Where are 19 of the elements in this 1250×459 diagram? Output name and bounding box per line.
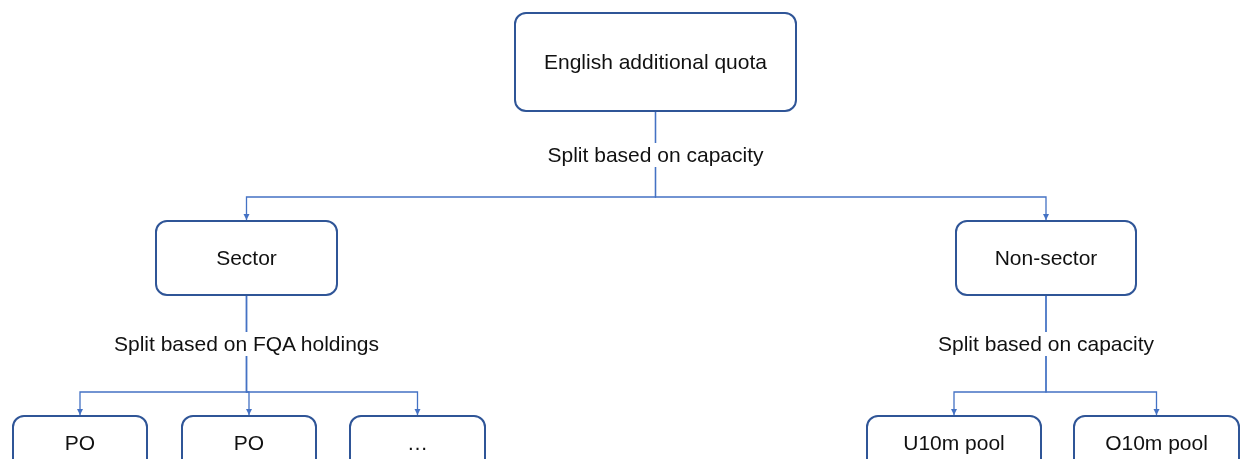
node-label: … (407, 430, 428, 456)
process-box (12, 415, 148, 459)
connector-arrow (1045, 295, 1160, 416)
process-box (1073, 415, 1240, 459)
process-box (955, 220, 1137, 296)
process-box (155, 220, 338, 296)
node-label: Non-sector (994, 245, 1098, 271)
node-label: U10m pool (903, 430, 1005, 456)
node-label: English additional quota (544, 49, 767, 75)
process-box (866, 415, 1042, 459)
process-box (349, 415, 486, 459)
process-box (514, 12, 797, 112)
process-box (181, 415, 317, 459)
node-label: PO (233, 430, 265, 456)
node-label: O10m pool (1105, 430, 1208, 456)
node-label: PO (64, 430, 96, 456)
connector-arrow (654, 111, 1050, 221)
node-label: Sector (216, 245, 277, 271)
connector-arrow (245, 295, 421, 416)
